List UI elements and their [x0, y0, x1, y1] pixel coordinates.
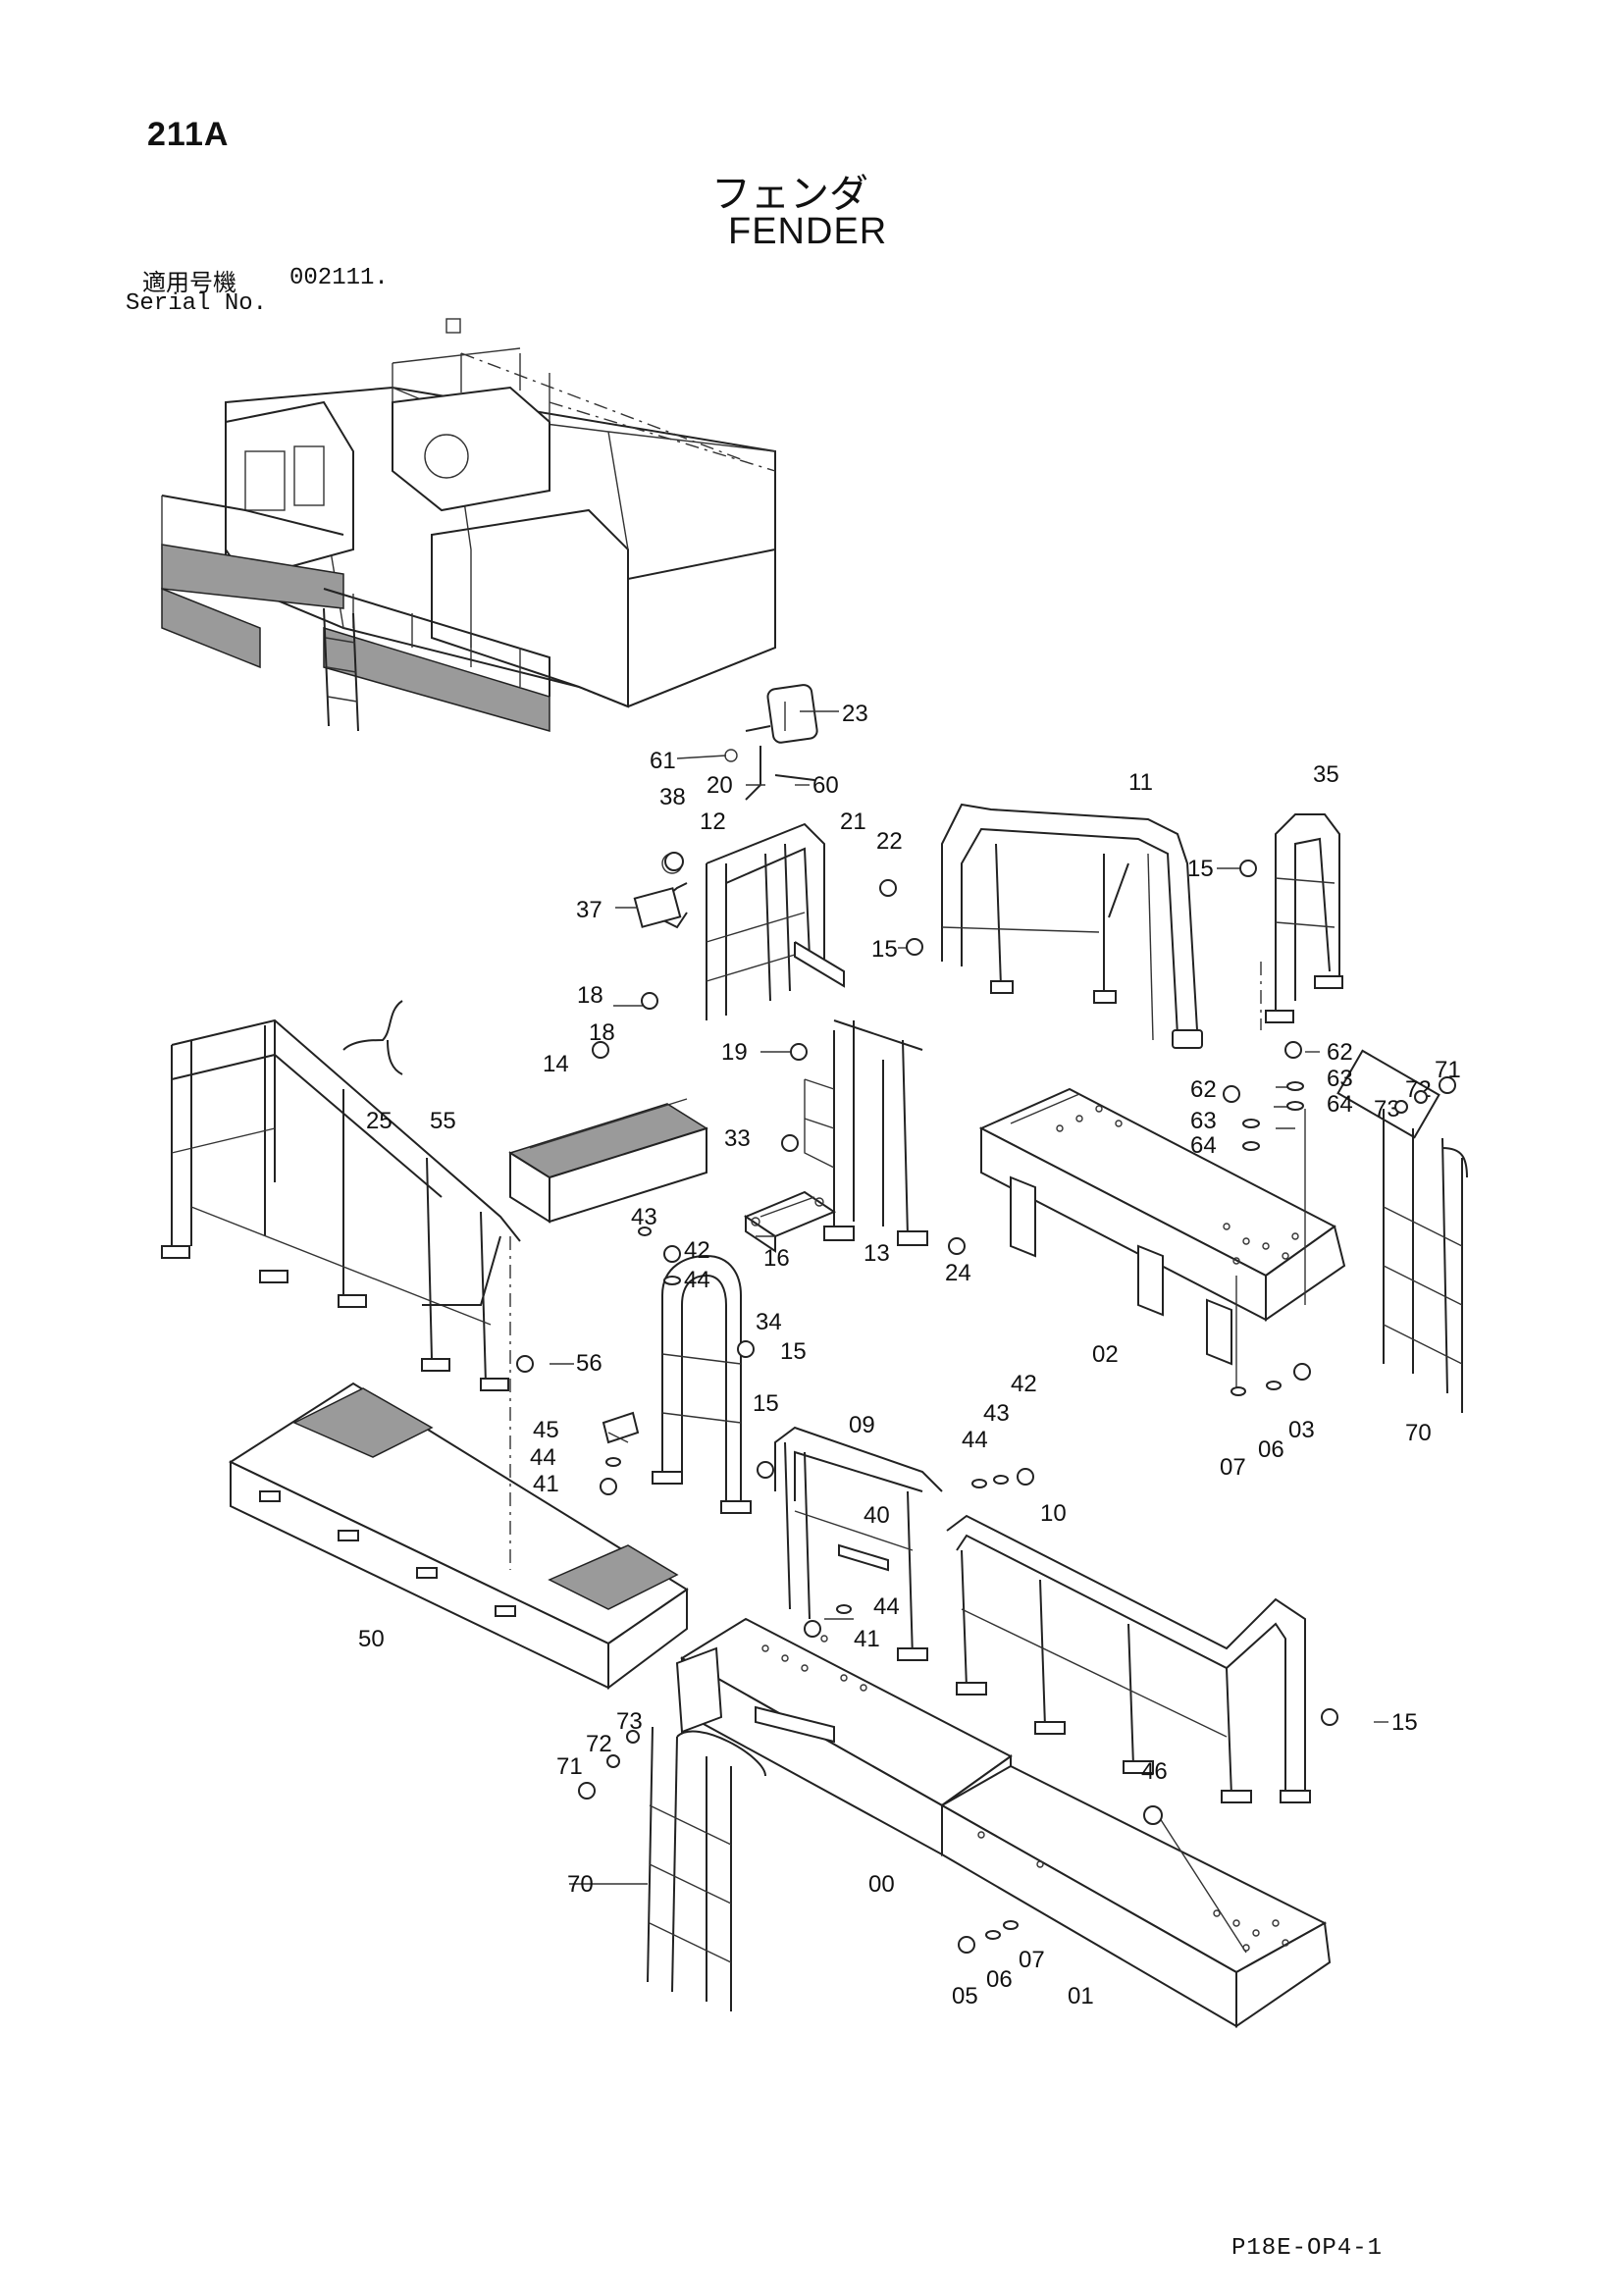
callout-60: 60 [812, 772, 839, 799]
callout-18-a: 18 [577, 982, 603, 1009]
callout-20: 20 [707, 772, 733, 799]
callout-63-a: 63 [1327, 1066, 1353, 1092]
callout-12: 12 [700, 809, 726, 835]
page-title-japanese: フェンダ [711, 172, 868, 217]
callout-61: 61 [650, 748, 676, 774]
callout-43-a: 43 [631, 1204, 657, 1230]
callout-15-d: 15 [753, 1390, 779, 1417]
serial-label-japanese: 適用号機 [142, 269, 236, 296]
callout-22: 22 [876, 828, 903, 855]
document-reference: P18E-OP4-1 [1231, 2235, 1384, 2262]
callout-34: 34 [756, 1309, 782, 1335]
callout-62-a: 62 [1327, 1039, 1353, 1066]
callout-09: 09 [849, 1412, 875, 1438]
callout-40: 40 [864, 1502, 890, 1529]
callout-24: 24 [945, 1260, 971, 1286]
callout-70-b: 70 [567, 1871, 594, 1898]
ladder-70-left-drawing [647, 1726, 766, 2011]
callout-45: 45 [533, 1417, 559, 1443]
callout-15-b: 15 [871, 936, 898, 963]
callout-06-a: 06 [1258, 1436, 1284, 1463]
callout-37: 37 [576, 897, 602, 923]
callout-41-a: 41 [533, 1471, 559, 1497]
callout-64-a: 64 [1327, 1091, 1353, 1118]
ladder-70-right-drawing [1383, 1109, 1468, 1413]
bracket-16-drawing [743, 1190, 837, 1253]
callout-33: 33 [724, 1125, 751, 1152]
callout-38: 38 [659, 784, 686, 810]
callout-72-b: 72 [586, 1731, 612, 1757]
walkway-02-drawing [978, 1049, 1440, 1366]
callout-05: 05 [952, 1983, 978, 2009]
fence-09-drawing [774, 1426, 943, 1661]
fence-55-drawing [161, 1018, 521, 1391]
fence-10-drawing [946, 1514, 1311, 1803]
hose-25-drawing [342, 1000, 403, 1075]
step-14-drawing [508, 1098, 708, 1224]
serial-label: Serial No. [126, 290, 268, 317]
fence-13-drawing [804, 1019, 928, 1246]
callout-62-b: 62 [1190, 1076, 1217, 1103]
walkway-50-drawing [228, 1236, 689, 1690]
callout-11: 11 [1128, 769, 1153, 796]
callout-15-a: 15 [1187, 856, 1214, 882]
page-title: FENDER [728, 211, 888, 252]
callout-63-b: 63 [1190, 1108, 1217, 1134]
callout-07-b: 07 [1019, 1947, 1045, 1973]
callout-25: 25 [366, 1108, 393, 1134]
callout-21: 21 [840, 809, 866, 835]
callout-44-a: 44 [684, 1267, 710, 1293]
mirror-assembly [724, 684, 818, 801]
machine-overview-drawing [161, 318, 776, 732]
page-code: 211A [147, 116, 230, 153]
callout-06-b: 06 [986, 1966, 1013, 1993]
callout-35: 35 [1313, 761, 1339, 788]
callout-10: 10 [1040, 1500, 1067, 1527]
serial-number-value: 002111. [289, 265, 389, 291]
callout-14: 14 [543, 1051, 569, 1077]
callout-46: 46 [1141, 1758, 1168, 1785]
callout-01: 01 [1068, 1983, 1094, 2009]
callout-42-b: 42 [1011, 1371, 1037, 1397]
callout-56: 56 [576, 1350, 602, 1377]
callout-44-b: 44 [530, 1444, 556, 1471]
callout-50: 50 [358, 1626, 385, 1652]
fence-12-drawing [633, 822, 845, 1020]
fence-35-drawing [1260, 813, 1343, 1030]
callout-15-c: 15 [780, 1338, 807, 1365]
callout-44-d: 44 [873, 1593, 900, 1620]
part-callouts: 23 61 20 60 38 12 21 22 37 11 35 15 15 1… [358, 701, 1461, 2009]
callout-00: 00 [868, 1871, 895, 1898]
callout-07-a: 07 [1220, 1454, 1246, 1481]
callout-13: 13 [864, 1240, 890, 1267]
fastener-symbols [516, 852, 1456, 1954]
callout-44-c: 44 [962, 1427, 988, 1453]
callout-55: 55 [430, 1108, 456, 1134]
callout-64-b: 64 [1190, 1132, 1217, 1159]
callout-16: 16 [763, 1245, 790, 1272]
callout-71-b: 71 [556, 1753, 583, 1780]
walkway-01-drawing [939, 1764, 1332, 2028]
callout-42-a: 42 [684, 1237, 710, 1264]
callout-19: 19 [721, 1039, 748, 1066]
callout-43-b: 43 [983, 1400, 1010, 1427]
callout-23: 23 [842, 701, 868, 727]
callout-73-b: 73 [616, 1708, 643, 1735]
callout-41-b: 41 [854, 1626, 880, 1652]
fence-11-drawing [941, 803, 1203, 1049]
fence-34-drawing [652, 1254, 752, 1514]
callout-15-e: 15 [1391, 1709, 1418, 1736]
callout-03: 03 [1288, 1417, 1315, 1443]
callout-02: 02 [1092, 1341, 1119, 1368]
callout-70-a: 70 [1405, 1420, 1432, 1446]
